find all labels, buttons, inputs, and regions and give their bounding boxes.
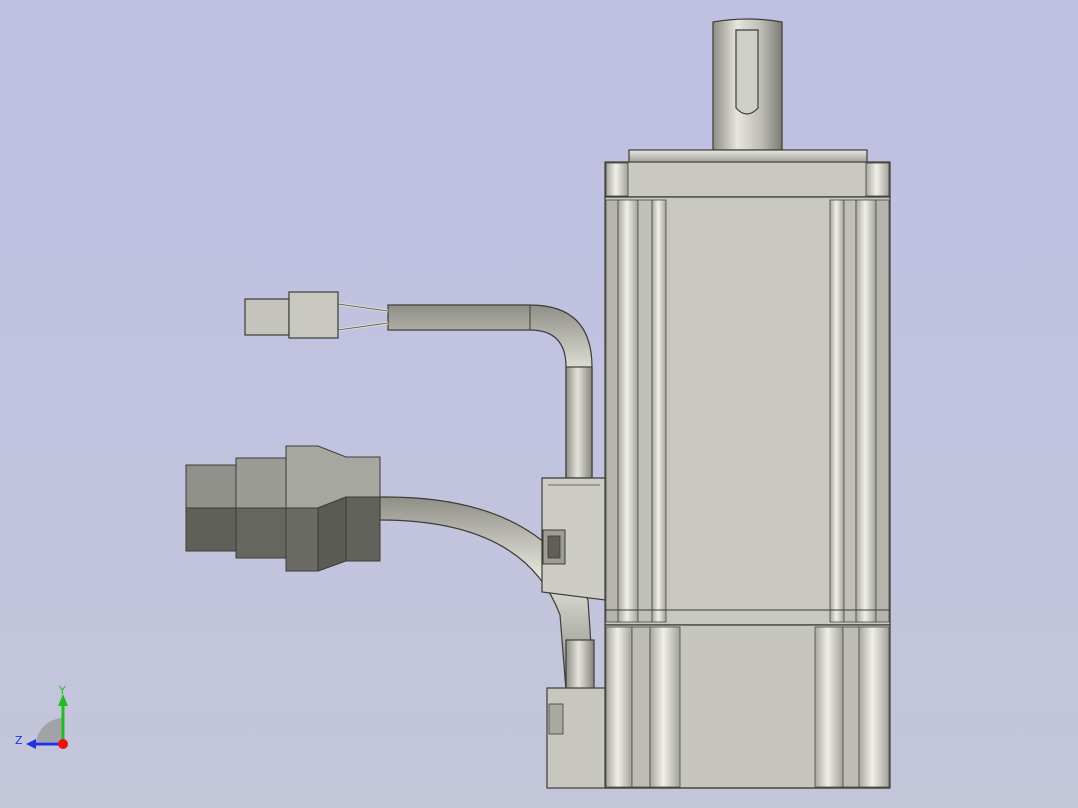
lower-terminal-box[interactable] — [546, 687, 606, 789]
y-axis-arrow-icon — [58, 694, 68, 706]
x-axis-dot-icon — [58, 739, 68, 749]
power-cable[interactable] — [379, 496, 595, 691]
cable-clamp[interactable] — [541, 477, 606, 601]
motor-rear-housing[interactable] — [604, 624, 891, 789]
encoder-connector[interactable] — [244, 291, 339, 339]
axis-triad-icon: Y Z — [15, 684, 68, 749]
triad-plane-shading — [36, 718, 62, 742]
motor-body[interactable] — [604, 196, 891, 626]
y-axis-label: Y — [58, 684, 66, 697]
z-axis-arrow-icon — [26, 739, 36, 749]
motor-front-flange[interactable] — [604, 161, 891, 203]
motor-flange-pilot[interactable] — [628, 149, 868, 164]
encoder-cable[interactable] — [337, 302, 593, 479]
z-axis-label: Z — [15, 734, 23, 747]
motor-shaft[interactable] — [712, 18, 783, 151]
power-connector[interactable] — [185, 445, 381, 572]
